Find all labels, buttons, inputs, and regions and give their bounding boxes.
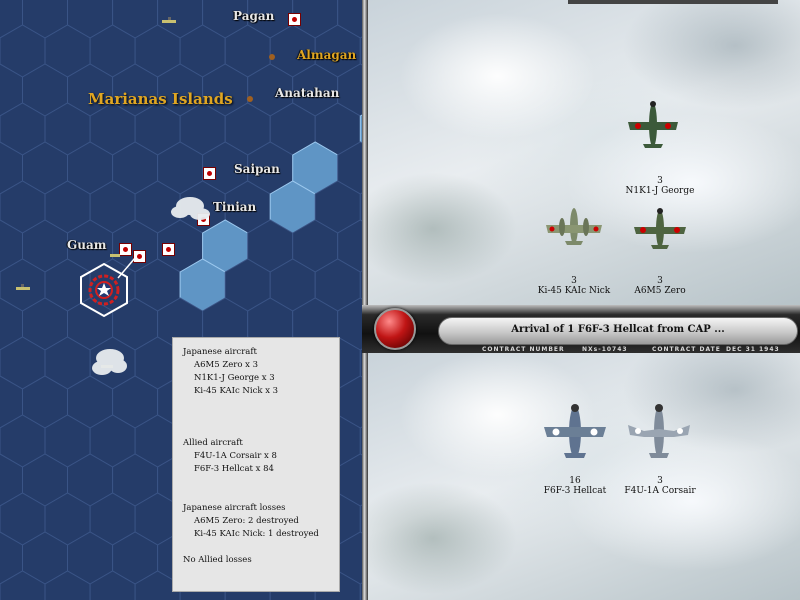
ship-icon[interactable]: [16, 284, 30, 290]
combat-report-panel: Japanese aircraft A6M5 Zero x 3 N1K1-J G…: [172, 337, 340, 592]
japanese-base-icon[interactable]: [133, 250, 146, 263]
report-line: F4U-1A Corsair x 8: [194, 451, 277, 461]
report-losses-header: Japanese aircraft losses: [183, 503, 286, 513]
ocean-hex: [0, 570, 46, 600]
contract-number: NXs-10743: [582, 346, 628, 353]
report-line: A6M5 Zero x 3: [194, 360, 259, 370]
japanese-base-icon[interactable]: [288, 13, 301, 26]
alert-light-icon[interactable]: [374, 308, 416, 350]
aircraft-ki45-nick-icon[interactable]: [544, 205, 604, 247]
japanese-base-icon[interactable]: [203, 167, 216, 180]
aircraft-name: N1K1-J George: [625, 186, 695, 196]
ocean-hex: [134, 570, 181, 600]
report-allied-header: Allied aircraft: [183, 438, 243, 448]
contract-date-label: CONTRACT DATE: [652, 346, 721, 353]
panel-divider: [362, 0, 368, 600]
report-japanese-header: Japanese aircraft: [183, 347, 257, 357]
report-line: N1K1-J George x 3: [194, 373, 275, 383]
ship-icon[interactable]: [110, 254, 120, 257]
combat-view-japanese: 3 N1K1-J George 3 Ki-45 KAIc Nick 3 A6M5…: [368, 0, 800, 305]
aircraft-a6m5-zero-icon[interactable]: [632, 207, 688, 251]
place-label-tinian[interactable]: Tinian: [213, 200, 257, 214]
selected-hex[interactable]: [80, 262, 128, 318]
cloud-icon: [92, 349, 127, 375]
aircraft-count: 3: [657, 276, 663, 286]
place-label-anatahan[interactable]: Anatahan: [275, 86, 340, 100]
place-label-pagan[interactable]: Pagan: [233, 9, 275, 23]
aircraft-n1k1-george-icon[interactable]: [626, 100, 680, 150]
aircraft-name: F6F-3 Hellcat: [543, 486, 607, 496]
ocean-hex: [359, 582, 362, 600]
island-marker-icon: [269, 54, 275, 60]
aircraft-name: Ki-45 KAIc Nick: [537, 286, 611, 296]
report-allied-losses: No Allied losses: [183, 555, 252, 565]
aircraft-f6f-hellcat-icon[interactable]: [542, 403, 608, 461]
aircraft-name: A6M5 Zero: [634, 286, 686, 296]
japanese-base-icon[interactable]: [162, 243, 175, 256]
island-marker-icon: [247, 96, 253, 102]
aircraft-count: 3: [657, 476, 663, 486]
aircraft-count: 3: [571, 276, 577, 286]
map-overlay: [16, 17, 275, 375]
japanese-base-icon[interactable]: [119, 243, 132, 256]
report-line: F6F-3 Hellcat x 84: [194, 464, 274, 474]
report-line: Ki-45 KAIc Nick x 3: [194, 386, 279, 396]
contract-number-label: CONTRACT NUMBER: [482, 346, 565, 353]
ocean-hex: [44, 570, 91, 600]
combat-view-allied: 16 F6F-3 Hellcat 3 F4U-1A Corsair: [368, 353, 800, 600]
aircraft-count: 3: [657, 176, 663, 186]
aircraft-count: 16: [569, 476, 581, 486]
report-line: Ki-45 KAIc Nick: 1 destroyed: [194, 529, 319, 539]
place-label-saipan[interactable]: Saipan: [234, 162, 280, 176]
target-icon[interactable]: [88, 274, 120, 306]
combat-message-text: Arrival of 1 F6F-3 Hellcat from CAP ...: [511, 324, 725, 335]
strategic-map[interactable]: Marianas Islands Pagan Almagan Anatahan …: [0, 0, 362, 600]
message-bar: Arrival of 1 F6F-3 Hellcat from CAP ... …: [362, 305, 800, 353]
place-label-guam[interactable]: Guam: [67, 238, 107, 252]
report-line: A6M5 Zero: 2 destroyed: [194, 516, 299, 526]
ocean-hex: [89, 570, 136, 600]
aircraft-name: F4U-1A Corsair: [624, 486, 696, 496]
ship-icon[interactable]: [162, 17, 176, 23]
strike-path: [117, 257, 136, 279]
aircraft-f4u-corsair-icon[interactable]: [626, 403, 692, 461]
cloud-icon: [171, 197, 210, 220]
place-label-almagan[interactable]: Almagan: [297, 48, 357, 62]
contract-date: DEC 31 1943: [726, 346, 780, 353]
region-label-marianas: Marianas Islands: [88, 90, 233, 108]
message-plate: Arrival of 1 F6F-3 Hellcat from CAP ...: [438, 317, 798, 345]
